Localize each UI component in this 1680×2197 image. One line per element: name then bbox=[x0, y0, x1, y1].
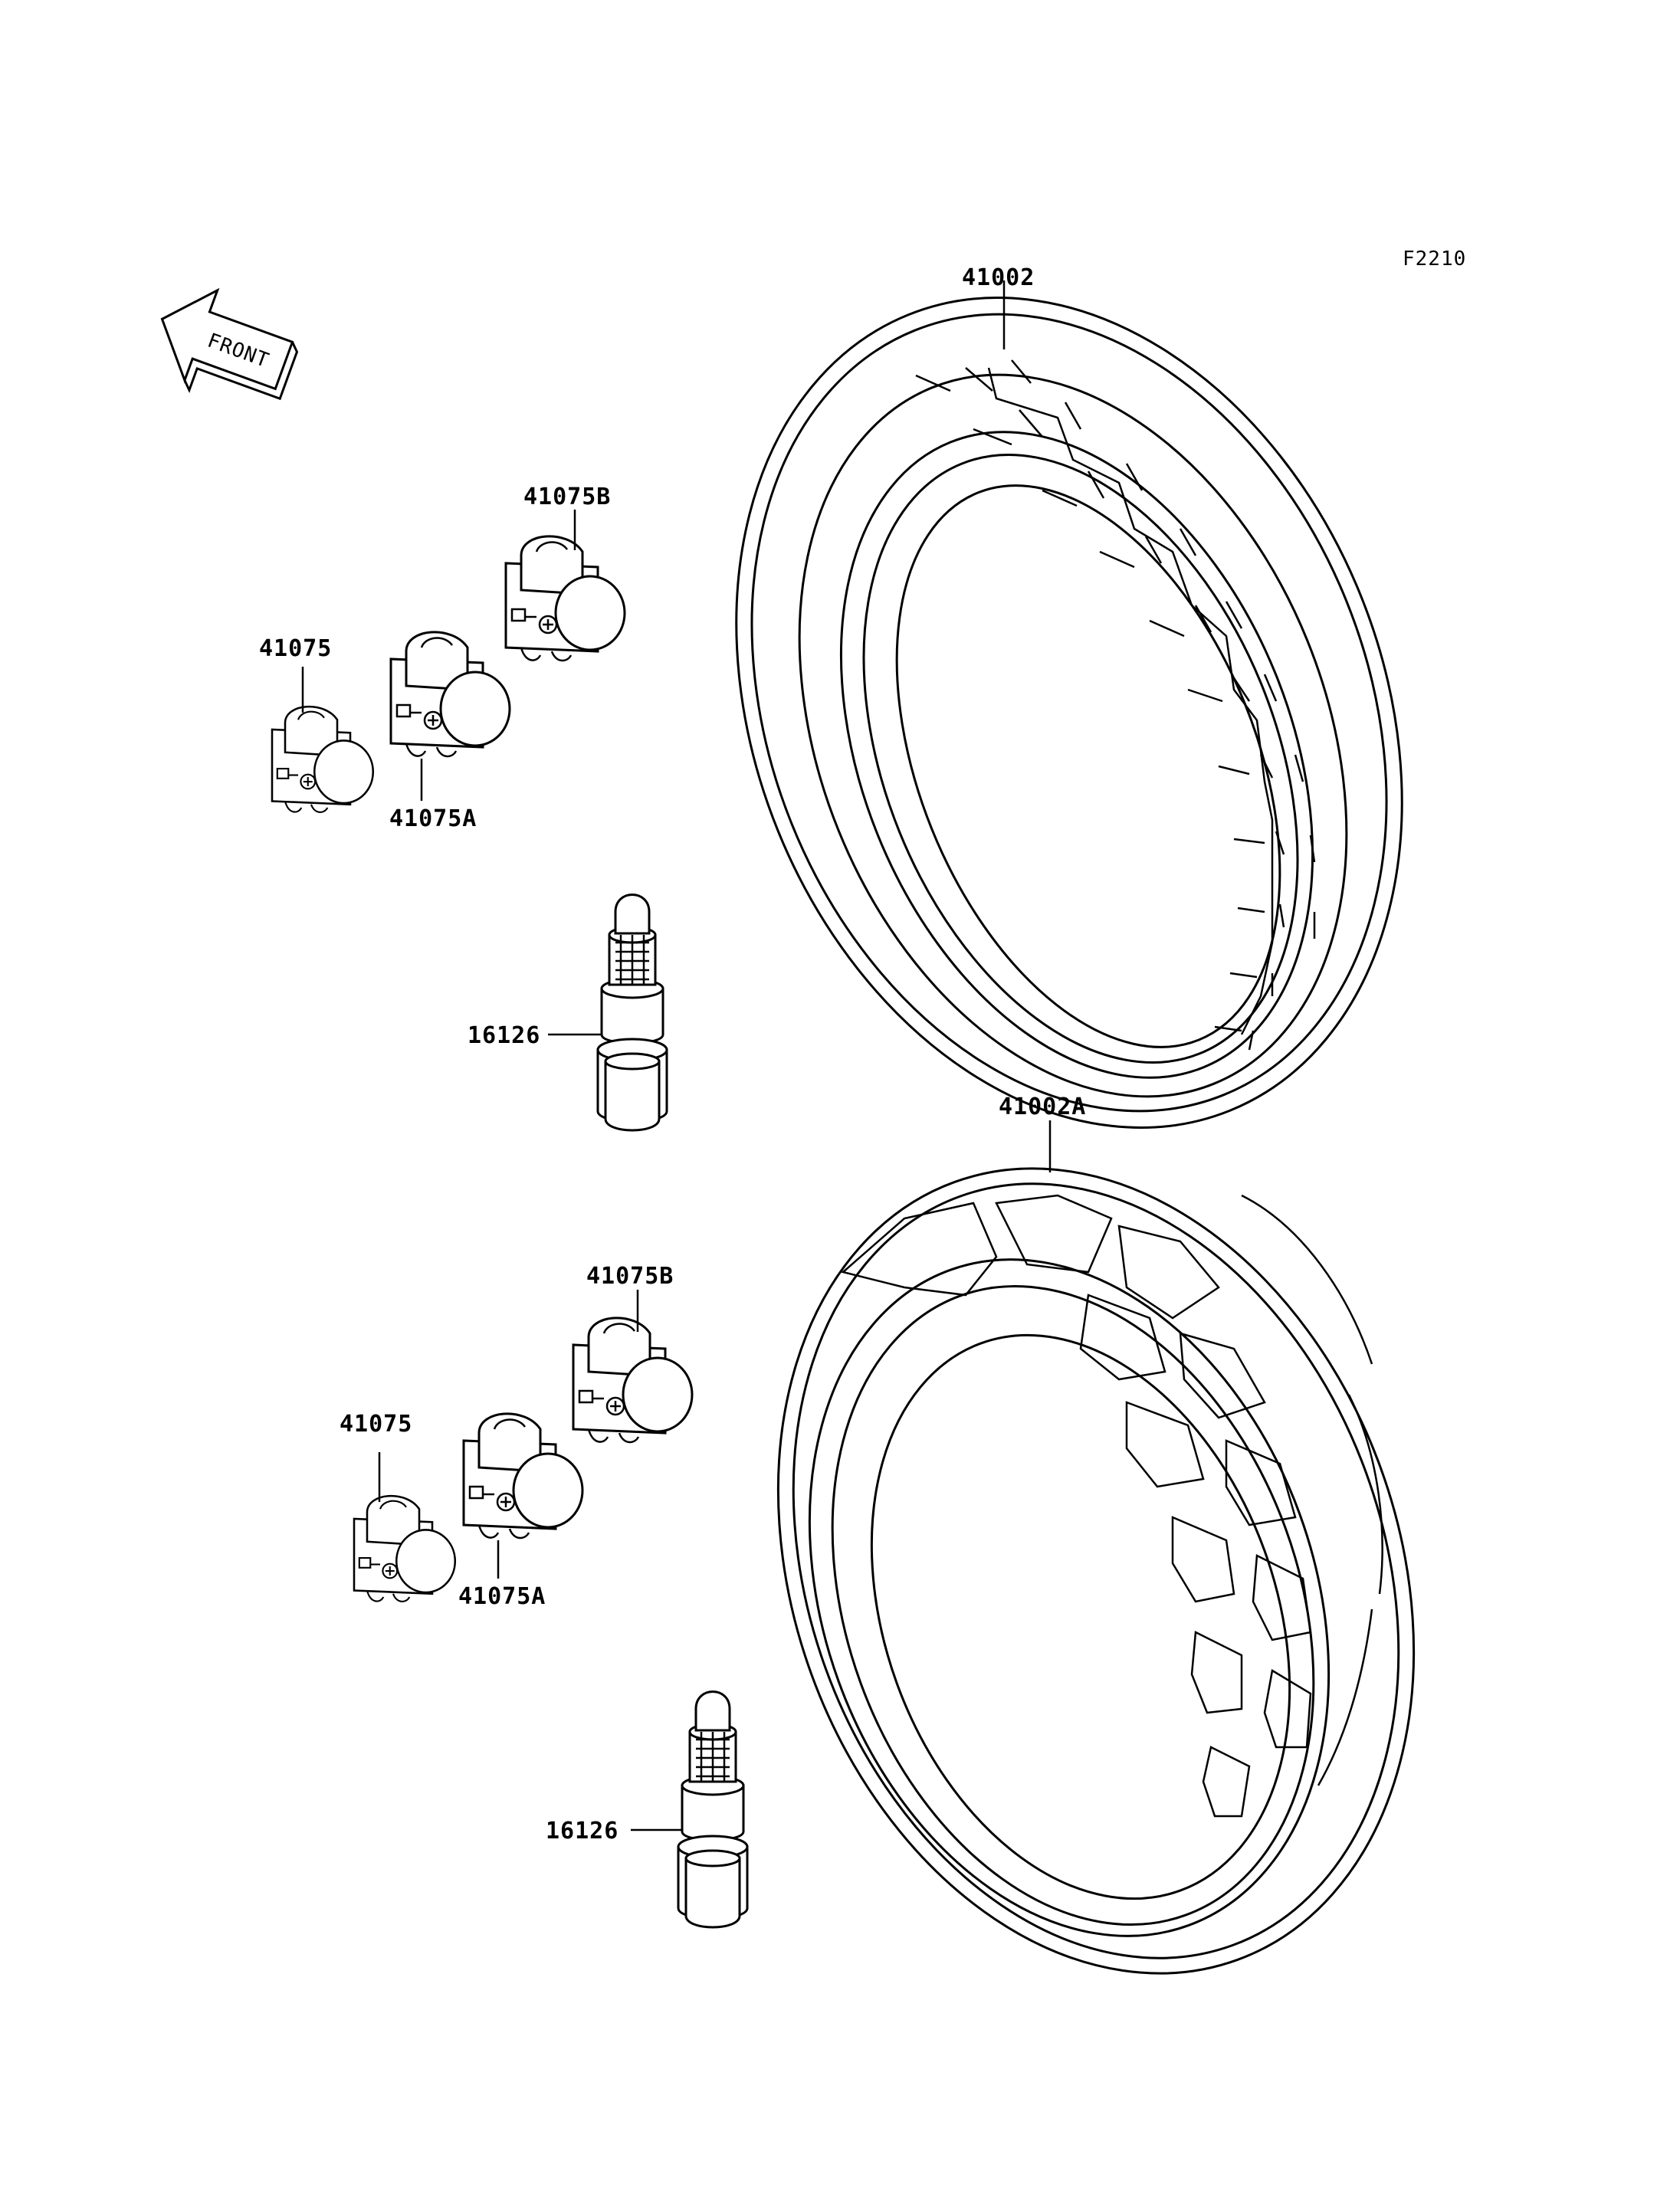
tread-pattern-lower bbox=[841, 1194, 1383, 1818]
tire-valve-16126-lower bbox=[677, 1690, 749, 1929]
balance-weight-41075A-upper bbox=[389, 631, 511, 758]
label-41075-lower: 41075 bbox=[340, 1411, 412, 1438]
label-41075A-upper: 41075A bbox=[389, 805, 477, 832]
label-41002A: 41002A bbox=[999, 1094, 1086, 1120]
front-arrow-icon: FRONT bbox=[160, 287, 299, 401]
tread-pattern-upper bbox=[915, 359, 1316, 1051]
balance-weight-41075B-lower bbox=[572, 1317, 694, 1444]
balance-weight-41075-lower bbox=[353, 1494, 457, 1603]
label-41075A-lower: 41075A bbox=[458, 1583, 546, 1610]
label-41075B-upper: 41075B bbox=[523, 484, 611, 510]
label-16126-upper: 16126 bbox=[468, 1022, 540, 1049]
label-41075B-lower: 41075B bbox=[586, 1263, 674, 1290]
balance-weight-41075A-lower bbox=[462, 1412, 584, 1540]
label-41075-upper: 41075 bbox=[259, 635, 332, 662]
tire-upper bbox=[735, 297, 1403, 1129]
balance-weight-41075B-upper bbox=[504, 535, 626, 662]
label-16126-lower: 16126 bbox=[546, 1818, 619, 1844]
tire-lower bbox=[776, 1167, 1416, 1975]
tire-valve-16126-upper bbox=[596, 894, 668, 1132]
label-41002: 41002 bbox=[962, 264, 1035, 291]
balance-weight-41075-upper bbox=[271, 705, 375, 814]
figure-code: F2210 bbox=[1403, 248, 1466, 271]
